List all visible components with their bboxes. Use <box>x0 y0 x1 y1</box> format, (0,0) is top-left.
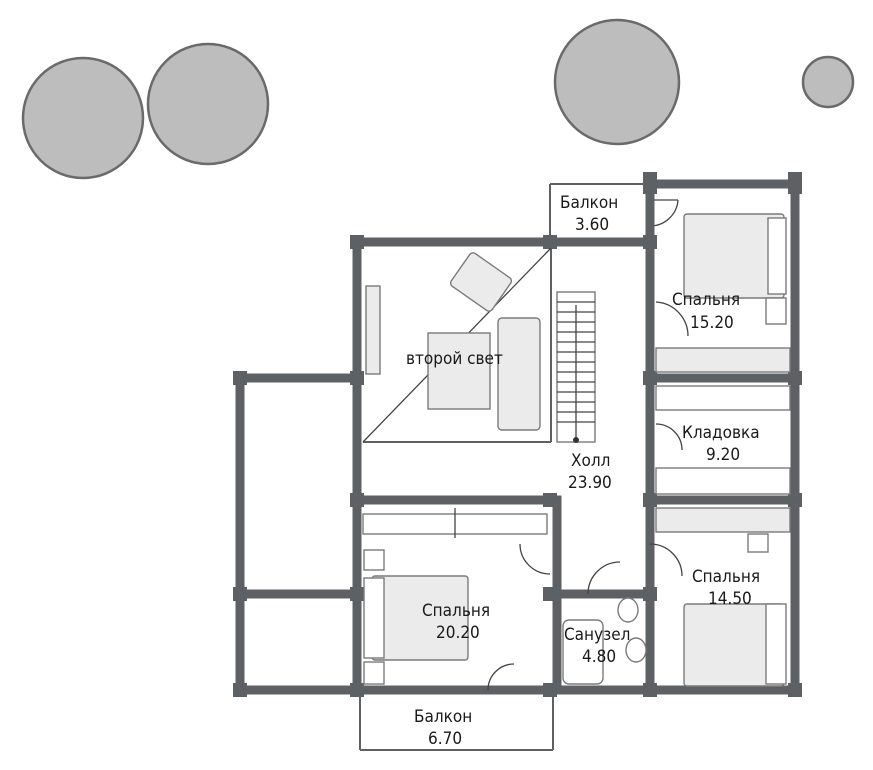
balcony-bottom-area: 6.70 <box>428 729 462 749</box>
storage-furniture <box>655 385 791 495</box>
bedroom-ne-furniture <box>655 213 791 373</box>
bedroom-sw-area: 20.20 <box>436 623 480 643</box>
second-light-name: второй свет <box>406 349 503 369</box>
hall-name: Холл <box>571 451 610 471</box>
storage-area: 9.20 <box>706 445 740 465</box>
tree-icon <box>21 56 145 180</box>
bedroom-ne-name: Спальня <box>672 290 740 310</box>
second-light-void <box>362 247 552 443</box>
storage-name: Кладовка <box>682 423 760 443</box>
room-labels: Балкон 3.60 Спальня 15.20 второй свет Кл… <box>406 193 760 749</box>
tree-icon <box>146 42 270 166</box>
bathroom-fixtures <box>562 561 647 685</box>
bedroom-sw-furniture <box>362 508 551 691</box>
balcony-bottom-name: Балкон <box>414 707 472 727</box>
balcony-top-name: Балкон <box>560 193 618 213</box>
tree-icon <box>553 18 681 146</box>
balcony-top-area: 3.60 <box>575 215 609 235</box>
tree-icon <box>801 55 855 109</box>
trees <box>21 18 855 180</box>
bedroom-se-area: 14.50 <box>708 589 752 609</box>
bathroom-area: 4.80 <box>582 647 616 667</box>
bedroom-se-name: Спальня <box>692 567 760 587</box>
bedroom-sw-name: Спальня <box>422 601 490 621</box>
bedroom-ne-area: 15.20 <box>690 313 734 333</box>
hall-area: 23.90 <box>568 473 612 493</box>
wall-posts <box>233 172 802 697</box>
balcony-bottom <box>359 694 554 751</box>
bedroom-se-furniture <box>649 507 791 687</box>
bathroom-name: Санузел <box>564 625 630 645</box>
staircase <box>556 291 596 443</box>
